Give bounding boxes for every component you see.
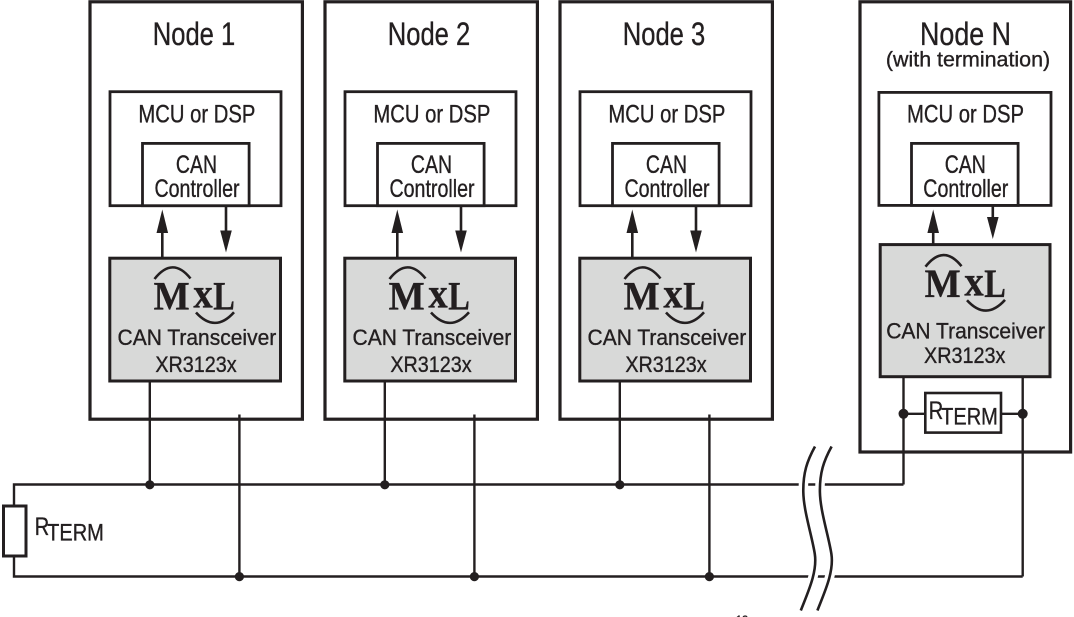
svg-text:Controller: Controller: [923, 175, 1009, 203]
svg-text:TERM: TERM: [47, 519, 104, 546]
svg-text:TERM: TERM: [941, 403, 998, 430]
svg-text:(with termination): (with termination): [886, 49, 1050, 72]
svg-text:XR3123x: XR3123x: [924, 344, 1006, 368]
svg-text:Node N: Node N: [920, 17, 1011, 53]
svg-text:R: R: [929, 397, 943, 425]
svg-text:CAN Transceiver: CAN Transceiver: [886, 319, 1045, 344]
svg-text:Node 3: Node 3: [623, 16, 705, 53]
svg-text:Node 1: Node 1: [153, 16, 235, 53]
svg-text:13: 13: [736, 613, 748, 617]
svg-text:R: R: [35, 513, 49, 541]
svg-text:CAN: CAN: [945, 151, 986, 179]
svg-text:Node 2: Node 2: [388, 16, 470, 53]
svg-text:MCU or DSP: MCU or DSP: [907, 100, 1024, 129]
